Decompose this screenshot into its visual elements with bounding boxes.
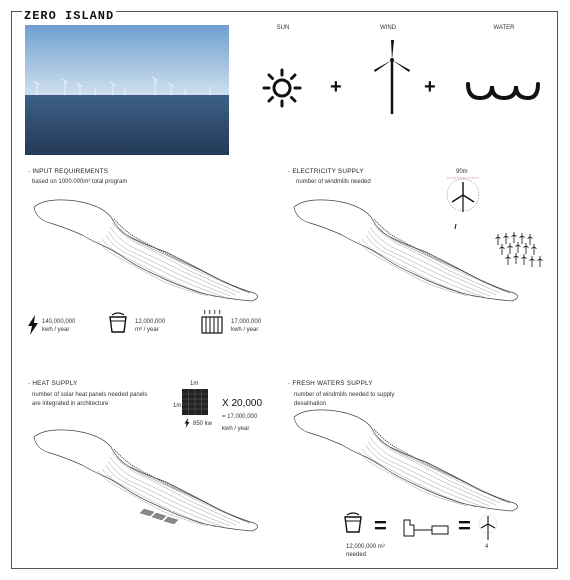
page-frame (11, 11, 558, 569)
rotor-diameter-icon (446, 177, 480, 230)
panel-multiplier: X 20,000 (222, 398, 263, 409)
page-title: ZERO ISLAND (22, 9, 117, 23)
mini-windmill (505, 254, 511, 265)
input-requirements-subtitle: based on 1000.000m² total program (32, 179, 128, 185)
wind-turbine-icon (374, 40, 410, 114)
panel-width-label: 1m (190, 381, 199, 387)
island-map (293, 199, 519, 302)
mini-windmill (523, 243, 529, 254)
bucket-icon (109, 312, 127, 333)
mini-windmill (531, 244, 537, 255)
windmill-count-label: 4 (485, 544, 489, 550)
electricity-supply-subtitle: number of windmills needed (296, 179, 371, 185)
mini-windmill (499, 244, 505, 255)
water-label: WATER (493, 25, 515, 31)
heat-supply-title: - HEAT SUPPLY (28, 380, 78, 387)
wind-label: WIND (380, 25, 396, 31)
mini-windmill (527, 234, 533, 245)
mini-windmill (503, 233, 509, 244)
mini-windmill (495, 234, 501, 245)
mini-windmill (521, 254, 527, 265)
mini-windmill (515, 242, 521, 253)
panel-height-label: 1m (173, 403, 182, 409)
rotor-diameter-label: 90m (456, 169, 468, 175)
heat-supply-subtitle: number of solar heat panels needed panel… (32, 392, 148, 407)
fresh-water-supply-title: - FRESH WATERS SUPPLY (288, 380, 373, 387)
mini-windmill (513, 253, 519, 264)
panel-output-label: 850 kw (193, 421, 213, 427)
lightning-icon (184, 418, 190, 428)
wind-farm-photo (25, 25, 229, 155)
wind-turbine-icon (478, 514, 498, 540)
sun-icon (262, 68, 302, 108)
lightning-icon (28, 315, 38, 335)
island-map (33, 199, 259, 302)
mini-windmill (507, 243, 513, 254)
electricity-supply-title: - ELECTRICITY SUPPLY (288, 168, 364, 175)
windmill-array-icon (495, 232, 543, 267)
equals-sign: = (374, 513, 387, 538)
mini-windmill (537, 256, 543, 267)
island-map (293, 409, 519, 512)
mini-windmill (519, 233, 525, 244)
mini-windmill (529, 256, 535, 267)
radiator-icon (201, 309, 223, 334)
plus-sign: + (330, 76, 342, 98)
bucket-icon (344, 512, 362, 533)
equals-sign: = (458, 513, 471, 538)
plus-sign: + (424, 76, 436, 98)
desalination-plant-icon (403, 519, 449, 537)
solar-panel-icon (182, 389, 208, 415)
sun-label: SUN (276, 25, 290, 31)
mini-windmill (511, 232, 517, 243)
island-map (33, 429, 259, 532)
water-wave-icon (466, 82, 540, 101)
input-requirements-title: - INPUT REQUIREMENTS (28, 168, 109, 175)
